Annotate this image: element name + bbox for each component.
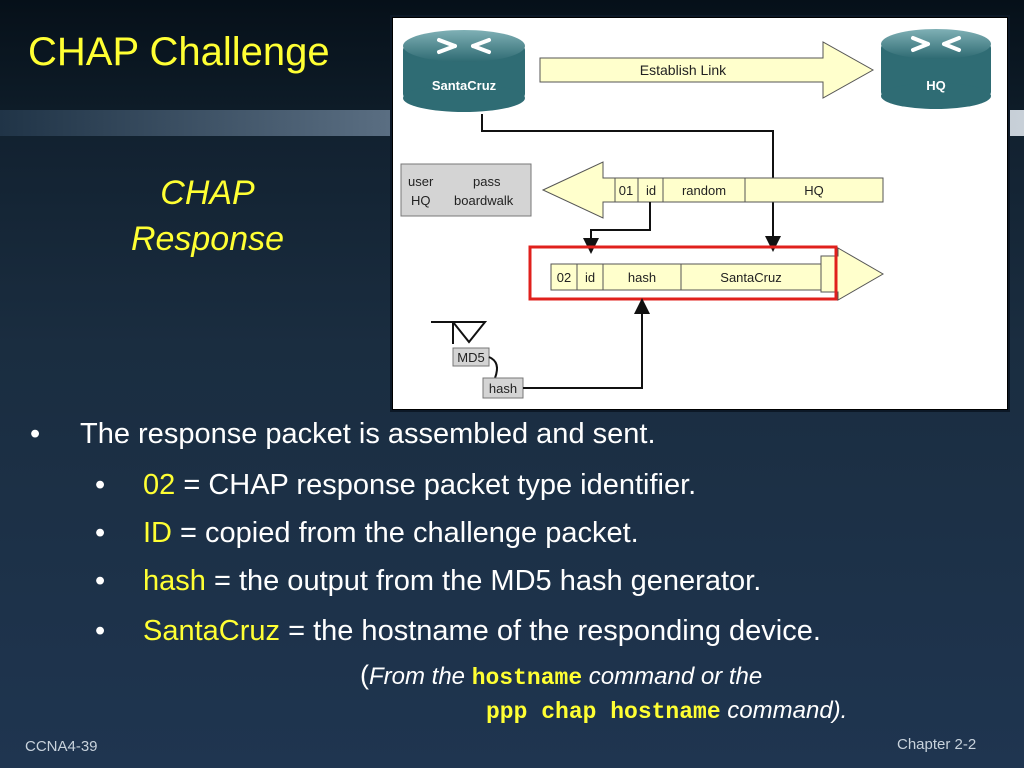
md5-label: MD5: [457, 350, 484, 365]
response-field-2: id: [585, 270, 595, 285]
bullet-item-text: = copied from the challenge packet.: [172, 517, 639, 549]
response-highlight: [528, 245, 838, 301]
table-user-header: user: [408, 174, 434, 189]
bullet-item-text: = CHAP response packet type identifier.: [175, 469, 697, 501]
bullet-item-text: = the hostname of the responding device.: [280, 615, 821, 647]
note-part-2: command or the: [582, 663, 763, 690]
subtitle-line-1: CHAP: [160, 174, 255, 212]
slide-title: CHAP Challenge: [28, 30, 330, 74]
bullet-item-key: hash: [143, 565, 206, 597]
note-part-3: command).: [720, 697, 848, 724]
bullet-main-text: The response packet is assembled and sen…: [80, 418, 656, 450]
response-field-3: hash: [628, 270, 656, 285]
chap-diagram: SantaCruz HQ Establish Link user pass HQ…: [392, 17, 1008, 410]
establish-link-arrow: Establish Link: [539, 41, 875, 99]
response-field-4: SantaCruz: [720, 270, 781, 285]
table-pass-value: boardwalk: [454, 193, 514, 208]
command-note-line-2: ppp chap hostname command).: [486, 697, 847, 725]
challenge-field-4: HQ: [804, 183, 824, 198]
table-pass-header: pass: [473, 174, 501, 189]
bullet-item-key: SantaCruz: [143, 615, 281, 647]
challenge-field-2: id: [646, 183, 656, 198]
note-open-paren: (: [360, 660, 369, 690]
note-part-1: From the: [369, 663, 472, 690]
user-pass-table: user pass HQ boardwalk: [400, 163, 532, 217]
hash-box-label: hash: [489, 381, 517, 396]
response-packet: 02 id hash SantaCruz: [528, 245, 884, 301]
router-santacruz-icon: SantaCruz: [403, 30, 525, 112]
md5-generator: MD5 hash: [431, 321, 524, 399]
challenge-field-1: 01: [619, 183, 633, 198]
subtitle-line-2: Response: [130, 220, 285, 258]
footer-right: Chapter 2-2: [897, 736, 977, 753]
router-left-label: SantaCruz: [432, 78, 497, 93]
bullet-item-text: = the output from the MD5 hash generator…: [205, 565, 762, 597]
slide-subtitle: CHAP Response: [105, 170, 310, 262]
router-hq-icon: HQ: [881, 29, 991, 109]
establish-link-label: Establish Link: [640, 62, 727, 78]
challenge-field-3: random: [682, 183, 726, 198]
bullet-item-key: ID: [143, 517, 172, 549]
footer-left: CCNA4-39: [25, 738, 98, 755]
bullet-item-key: 02: [143, 469, 176, 501]
challenge-packet: 01 id random HQ: [541, 161, 884, 219]
command-note-line-1: (From the hostname command or the: [360, 660, 762, 691]
response-field-1: 02: [557, 270, 571, 285]
note-command-hostname: hostname: [471, 665, 583, 691]
note-command-ppp: ppp chap hostname: [486, 699, 721, 725]
table-user-value: HQ: [411, 193, 431, 208]
router-right-label: HQ: [926, 78, 946, 93]
